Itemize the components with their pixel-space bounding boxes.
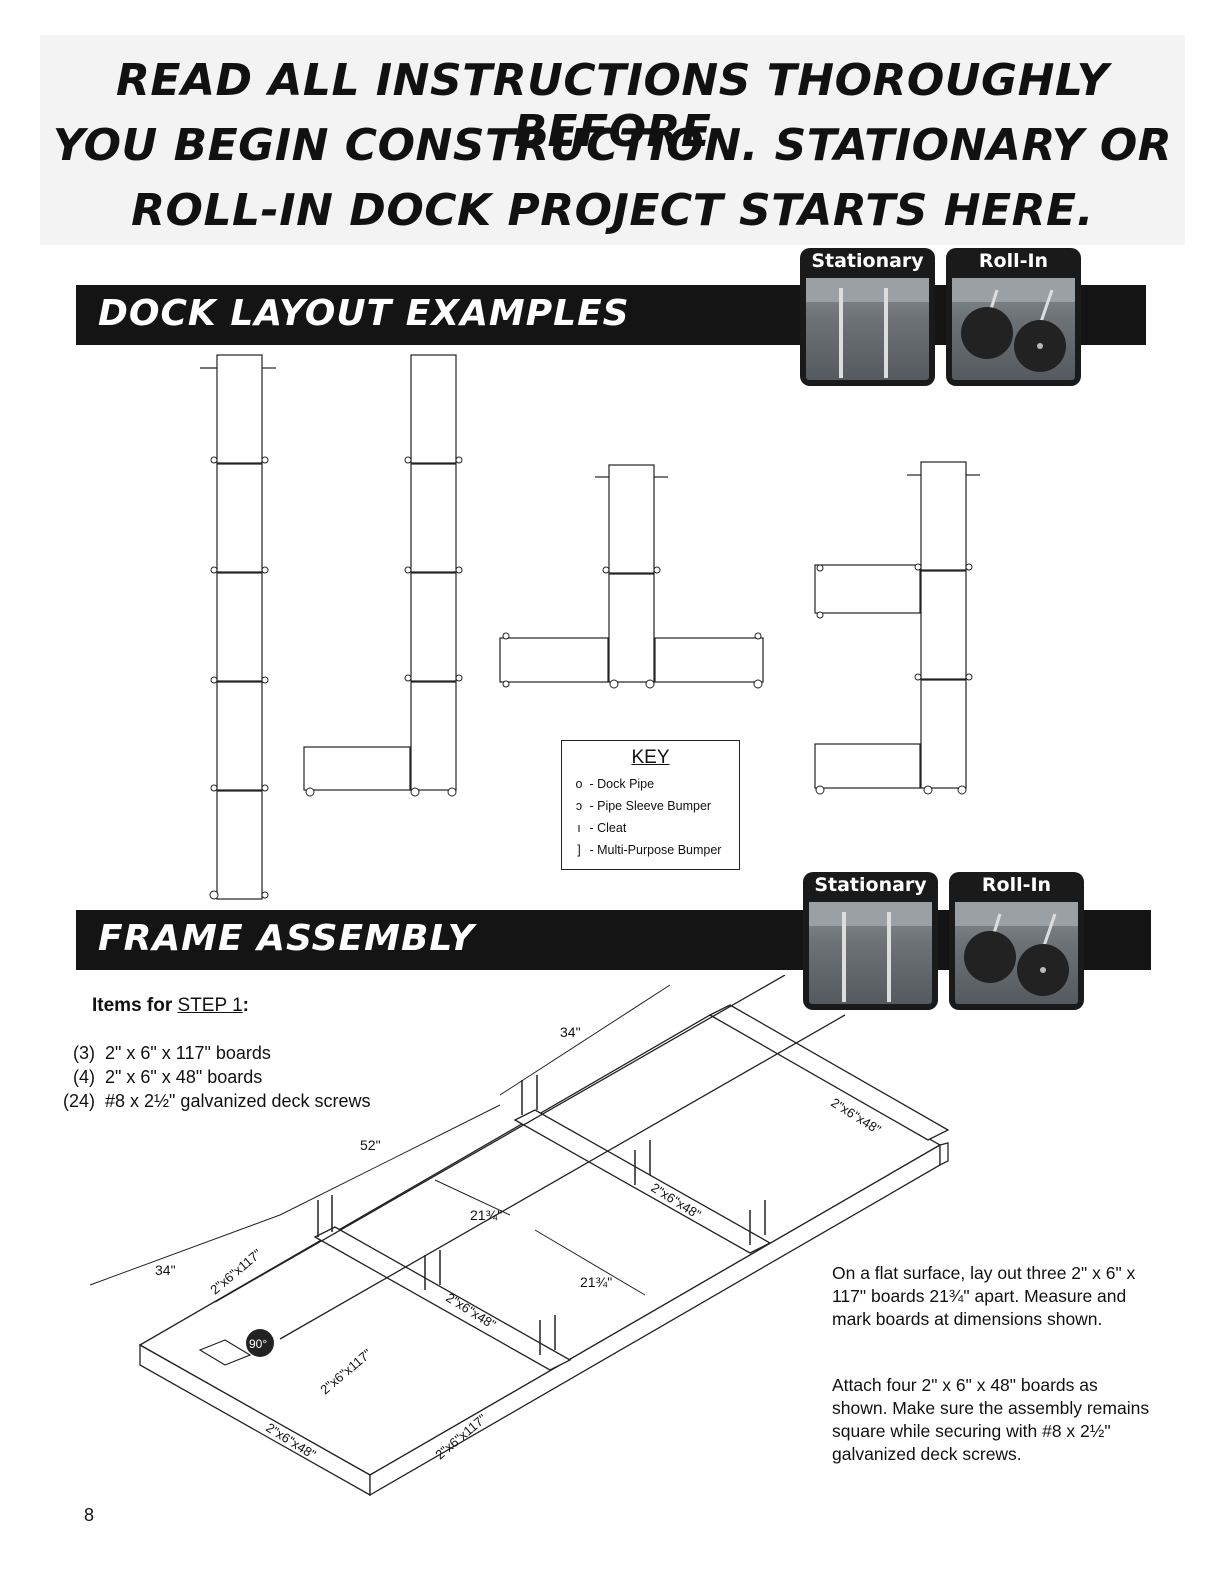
- dim-21-b: 21¾": [580, 1274, 612, 1290]
- key-item-label: - Cleat: [589, 821, 627, 835]
- items-heading-prefix: Items for: [92, 995, 178, 1016]
- board-front-48: [139, 1343, 371, 1497]
- legend-key: KEY o - Dock Pipe ↄ - Pipe Sleeve Bumper…: [561, 740, 740, 870]
- key-item-cleat: ı - Cleat: [572, 821, 739, 835]
- dock-pipe-icon: o: [575, 777, 583, 791]
- stationary-legs-icon: [806, 278, 929, 378]
- stationary-photo-label: Stationary: [811, 250, 924, 272]
- rollin-wheels-icon: [952, 278, 1075, 372]
- item-qty: (24): [62, 1091, 95, 1111]
- warning-line-1: READ ALL INSTRUCTIONS THOROUGHLY BEFORE: [116, 55, 1109, 157]
- warning-banner: READ ALL INSTRUCTIONS THOROUGHLY BEFORE …: [40, 35, 1185, 245]
- page-number: 8: [84, 1505, 95, 1525]
- instruction-paragraph-2: Attach four 2" x 6" x 48" boards as show…: [832, 1375, 1150, 1464]
- stationary-photo-image: [806, 278, 929, 380]
- stationary-photo-image: [809, 902, 932, 1004]
- rollin-photo-image: [955, 902, 1078, 1004]
- stationary-photo-label: Stationary: [814, 874, 927, 896]
- stationary-photo-top: Stationary: [800, 248, 935, 386]
- key-item-pipe-sleeve-bumper: ↄ - Pipe Sleeve Bumper: [572, 799, 739, 813]
- multi-purpose-bumper-icon: ]: [577, 843, 581, 857]
- square-badge-label: 90°: [249, 1337, 267, 1351]
- items-heading: Items for STEP 1:: [92, 995, 249, 1017]
- items-heading-suffix: :: [242, 995, 249, 1016]
- square-tool-icon: [198, 1329, 274, 1366]
- rollin-photo-label: Roll-In: [978, 250, 1049, 272]
- rollin-photo-image: [952, 278, 1075, 380]
- list-item: (3) 2" x 6" x 117" boards: [50, 1043, 271, 1064]
- cleat-icon: ı: [577, 821, 581, 835]
- layout1-section-2: [216, 463, 263, 573]
- dim-52: 52": [360, 1137, 381, 1153]
- dock-layout-title: DOCK LAYOUT EXAMPLES: [98, 293, 630, 334]
- rollin-photo-bottom: Roll-In: [949, 872, 1084, 1010]
- list-item: (4) 2" x 6" x 48" boards: [50, 1067, 262, 1088]
- board-label-117-mid: 2"x6"x117": [317, 1346, 374, 1398]
- rollin-photo-label: Roll-In: [981, 874, 1052, 896]
- pipe-sleeve-bumper-icon: ↄ: [575, 799, 583, 813]
- item-desc: 2" x 6" x 48" boards: [105, 1067, 263, 1087]
- key-item-label: - Multi-Purpose Bumper: [589, 843, 722, 857]
- item-qty: (3): [73, 1043, 95, 1063]
- dim-21-a: 21¾": [470, 1207, 502, 1223]
- warning-line-3: ROLL-IN DOCK PROJECT STARTS HERE.: [131, 185, 1094, 236]
- board-cross-2: [513, 1109, 772, 1254]
- frame-outline: [138, 1014, 942, 1476]
- frame-assembly-title: FRAME ASSEMBLY: [98, 918, 475, 959]
- items-heading-step: STEP 1: [177, 995, 243, 1016]
- board-cross-1: [313, 1226, 572, 1371]
- key-item-dock-pipe: o - Dock Pipe: [572, 777, 739, 791]
- rollin-wheels-icon: [955, 902, 1078, 996]
- list-item: (24) #8 x 2½" galvanized deck screws: [50, 1091, 371, 1112]
- rollin-photo-top: Roll-In: [946, 248, 1081, 386]
- warning-line-2: YOU BEGIN CONSTRUCTION. STATIONARY OR: [52, 120, 1173, 171]
- stationary-photo-bottom: Stationary: [803, 872, 938, 1010]
- item-desc: #8 x 2½" galvanized deck screws: [105, 1091, 371, 1111]
- item-qty: (4): [73, 1067, 95, 1087]
- layout1-section-3: [216, 572, 263, 682]
- dim-34-top: 34": [560, 1024, 581, 1040]
- layout1-section-4: [216, 681, 263, 791]
- dock-layout-drawings: [200, 354, 980, 900]
- layout1-section-1: [216, 354, 263, 464]
- stationary-legs-icon: [809, 902, 932, 1002]
- board-cross-3: [708, 1004, 950, 1141]
- key-item-label: - Pipe Sleeve Bumper: [589, 799, 712, 813]
- key-item-label: - Dock Pipe: [589, 777, 655, 791]
- key-item-multi-purpose-bumper: ] - Multi-Purpose Bumper: [572, 843, 739, 857]
- dim-34-left: 34": [155, 1262, 176, 1278]
- instruction-paragraph-1: On a flat surface, lay out three 2" x 6"…: [832, 1263, 1136, 1329]
- item-desc: 2" x 6" x 117" boards: [105, 1043, 271, 1063]
- key-title: KEY: [631, 747, 670, 768]
- layout1-section-5: [216, 790, 263, 900]
- frame-assembly-diagram: 34" 52" 34" 21¾" 21¾" 2"x6"x48" 2"x6"x48…: [89, 975, 950, 1497]
